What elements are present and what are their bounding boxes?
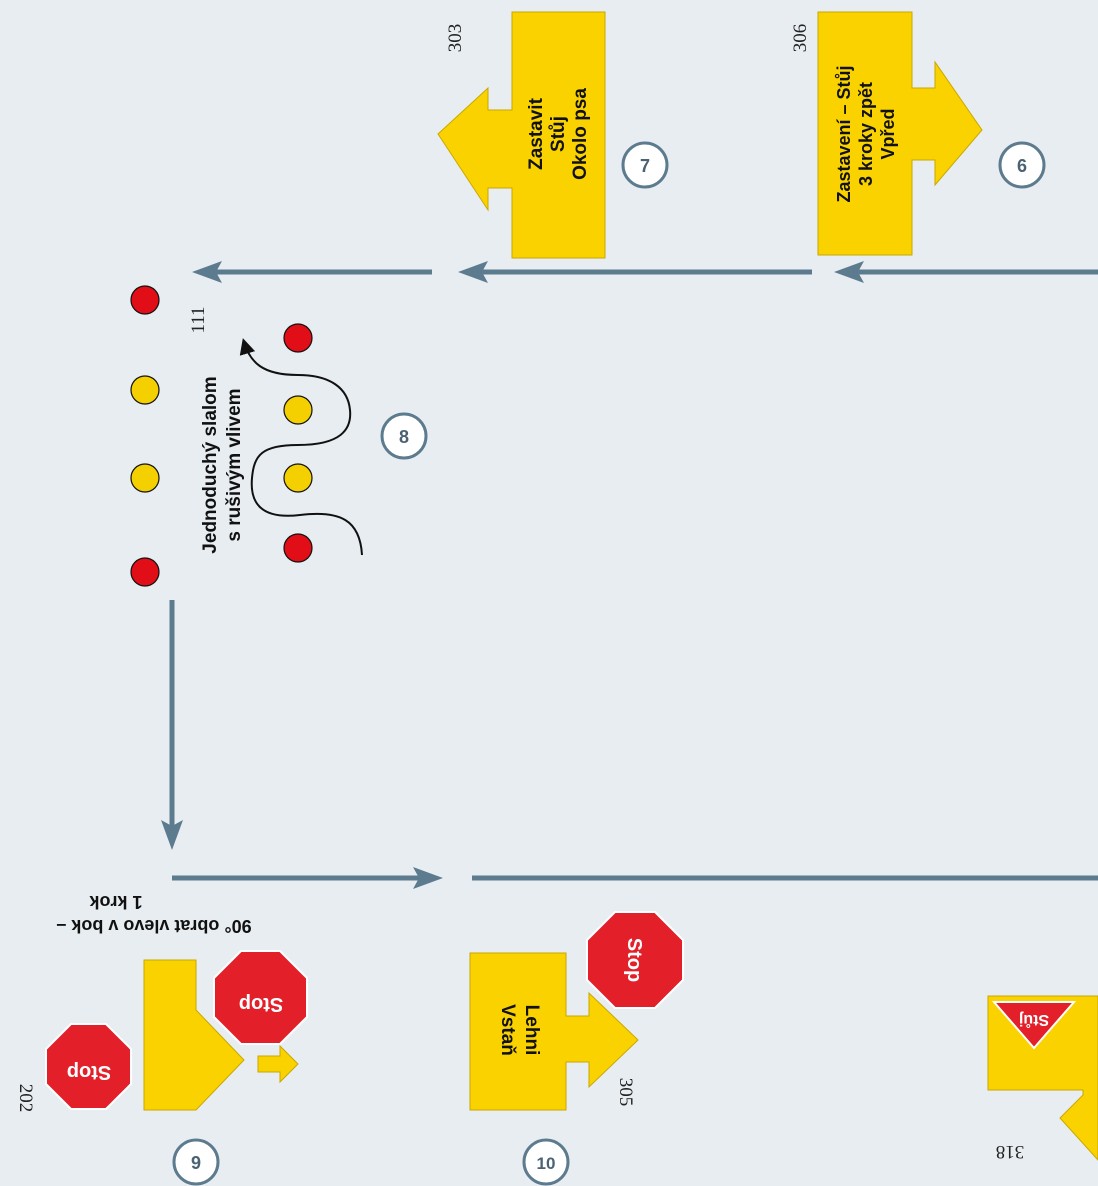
station-8-label: Jednoduchý slalom s rušivým vlivem	[200, 376, 245, 553]
cone-red	[283, 533, 313, 563]
station-9-line2: 1 krok	[89, 892, 143, 912]
station-10-line2: Vstaň	[497, 1004, 518, 1056]
station-8-badge: 8	[380, 412, 428, 460]
station-318-triangle: Stůj	[1019, 1011, 1049, 1028]
station-7-code: 303	[445, 24, 466, 53]
cone-red	[130, 285, 160, 315]
station-10-sign: Lehni Vstaň	[469, 952, 639, 1111]
station-9-badge: 9	[172, 1138, 220, 1186]
station-10-number: 10	[537, 1154, 556, 1173]
station-318-code: 318	[996, 1141, 1025, 1162]
station-9-stop-sign-2: Stop	[45, 1023, 132, 1110]
route-arrow-top-3	[192, 261, 432, 283]
slalom-path-arrow	[239, 338, 363, 556]
cone-yellow	[130, 375, 160, 405]
station-9-stop-sign-1: Stop	[213, 950, 308, 1045]
cone-red	[283, 323, 313, 353]
route-arrow-left-down	[161, 600, 183, 850]
station-9-line1: 90° obrat vlevo v bok –	[56, 916, 251, 936]
route-arrow-top-2	[458, 261, 812, 283]
station-8-code: 111	[188, 306, 209, 333]
station-6-code: 306	[790, 24, 811, 53]
station-8-line2: s rušivým vlivem	[224, 388, 245, 541]
station-10-badge: 10	[522, 1138, 570, 1186]
station-8-number: 8	[399, 427, 409, 447]
station-318-sign: Stůj	[987, 995, 1098, 1161]
station-10-stop-sign: Stop	[586, 911, 684, 1009]
station-10-stop: Stop	[623, 938, 645, 982]
station-10-code: 305	[615, 1078, 636, 1107]
station-10-line1: Lehni	[521, 1005, 542, 1056]
station-7-line3: Okolo psa	[570, 88, 591, 180]
station-6-badge: 6	[998, 141, 1046, 189]
station-7-badge: 7	[621, 141, 669, 189]
station-7-number: 7	[640, 156, 650, 176]
route-arrow-bottom-1	[172, 867, 443, 889]
station-7-line1: Zastavit	[526, 97, 547, 169]
station-8-line1: Jednoduchý slalom	[200, 376, 221, 553]
station-6-line2: 3 kroky zpět	[856, 82, 876, 186]
route-arrow-top-1	[834, 261, 1098, 283]
cone-yellow	[283, 463, 313, 493]
cone-yellow	[130, 463, 160, 493]
station-6-line1: Zastavení – Stůj	[834, 65, 854, 202]
station-9-stop1: Stop	[239, 993, 283, 1015]
station-9-number: 9	[191, 1153, 201, 1173]
station-6-number: 6	[1017, 156, 1027, 176]
cone-red	[130, 557, 160, 587]
cone-yellow	[283, 395, 313, 425]
station-9-code: 202	[15, 1084, 36, 1113]
station-7-sign: Zastavit Stůj Okolo psa	[437, 11, 606, 259]
station-9-label: 90° obrat vlevo v bok – 1 krok	[56, 892, 251, 936]
station-9-stop2: Stop	[67, 1061, 111, 1083]
station-7-line2: Stůj	[548, 116, 569, 152]
station-6-line3: Vpřed	[878, 108, 898, 159]
station-6-sign: Zastavení – Stůj 3 kroky zpět Vpřed	[817, 11, 983, 256]
station-9-sign	[143, 959, 299, 1111]
